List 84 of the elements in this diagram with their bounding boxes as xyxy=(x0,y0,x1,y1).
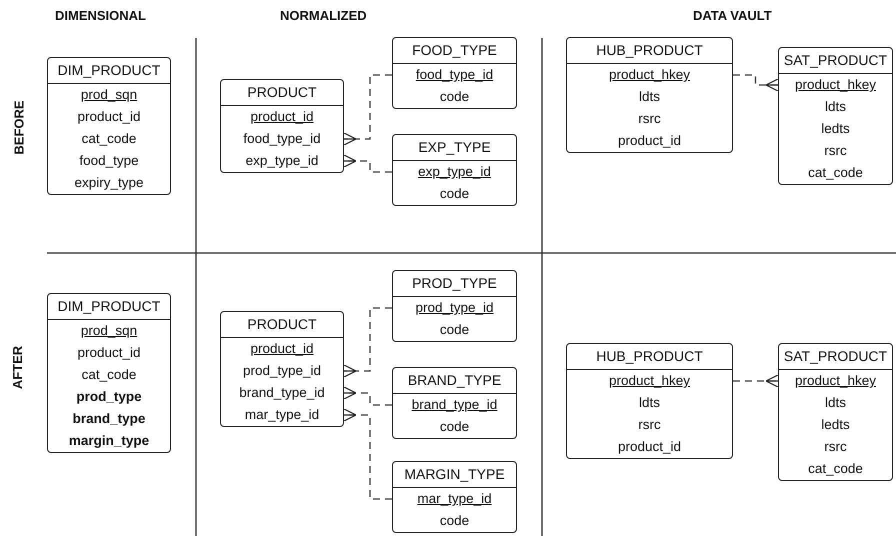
entity-name: SAT_PRODUCT xyxy=(784,52,888,68)
entity-name: MARGIN_TYPE xyxy=(404,466,505,482)
key-field: prod_type_id xyxy=(415,297,494,319)
key-field: product_hkey xyxy=(794,74,876,96)
entity-name: DIM_PRODUCT xyxy=(58,62,160,78)
field-name: exp_type_id xyxy=(246,152,318,170)
field-name: brand_type_id xyxy=(239,384,325,402)
field-name: prod_type xyxy=(76,388,142,406)
field-name: code xyxy=(440,88,470,106)
field-name: rsrc xyxy=(824,438,847,456)
relationship-line xyxy=(343,154,392,173)
entity-table xyxy=(47,293,171,453)
key-field: product_hkey xyxy=(608,370,690,392)
entity-name: SAT_PRODUCT xyxy=(784,348,888,364)
field-name: mar_type_id xyxy=(244,406,320,424)
field-name: brand_type xyxy=(72,410,146,428)
field-name: product_id xyxy=(618,438,682,456)
key-field: product_id xyxy=(250,106,314,128)
field-name: ldts xyxy=(824,394,846,412)
entity-table xyxy=(392,37,517,109)
key-field: prod_sqn xyxy=(80,84,138,106)
entity-name: EXP_TYPE xyxy=(418,139,491,155)
entity-table xyxy=(566,37,733,153)
column-heading: DIMENSIONAL xyxy=(55,8,146,23)
field-name: expiry_type xyxy=(74,174,144,192)
entity-table xyxy=(220,311,344,427)
field-name: code xyxy=(440,512,470,530)
field-name: food_type_id xyxy=(243,130,321,148)
column-heading: DATA VAULT xyxy=(693,8,772,23)
field-name: rsrc xyxy=(638,110,661,128)
key-field: product_hkey xyxy=(608,64,690,86)
column-heading: NORMALIZED xyxy=(280,8,367,23)
relationship-line xyxy=(343,307,392,378)
relationship-line xyxy=(733,74,779,92)
entity-table xyxy=(778,47,893,185)
entity-name: FOOD_TYPE xyxy=(412,42,497,58)
entity-table xyxy=(392,270,517,342)
field-name: product_id xyxy=(618,132,682,150)
field-name: code xyxy=(440,321,470,339)
field-name: cat_code xyxy=(82,366,136,384)
entity-name: DIM_PRODUCT xyxy=(58,298,160,314)
key-field: mar_type_id xyxy=(417,488,492,510)
relationship-line xyxy=(343,408,392,500)
entity-name: PRODUCT xyxy=(247,316,317,332)
entity-table xyxy=(566,343,733,459)
entity-table xyxy=(392,134,517,206)
field-name: rsrc xyxy=(824,142,847,160)
field-name: ldts xyxy=(638,394,660,412)
entity-name: HUB_PRODUCT xyxy=(596,42,703,58)
entity-table xyxy=(392,367,517,439)
field-name: cat_code xyxy=(808,460,863,478)
field-name: ledts xyxy=(821,416,850,434)
row-heading: BEFORE xyxy=(12,100,27,155)
key-field: product_id xyxy=(250,338,314,360)
relationship-line xyxy=(343,74,392,146)
entity-name: HUB_PRODUCT xyxy=(596,348,703,364)
row-heading: AFTER xyxy=(10,346,26,390)
entity-name: PROD_TYPE xyxy=(412,275,497,291)
key-field: prod_sqn xyxy=(80,320,138,342)
field-name: code xyxy=(440,418,470,436)
field-name: ledts xyxy=(821,120,850,138)
key-field: product_hkey xyxy=(794,370,876,392)
relationship-line xyxy=(343,386,392,406)
key-field: exp_type_id xyxy=(418,161,491,183)
field-name: prod_type_id xyxy=(242,362,322,380)
relationship-line xyxy=(733,374,779,388)
field-name: rsrc xyxy=(638,416,661,434)
entity-table xyxy=(220,79,344,173)
field-name: ldts xyxy=(824,98,846,116)
field-name: food_type xyxy=(79,152,139,170)
entity-table xyxy=(47,57,171,195)
key-field: brand_type_id xyxy=(412,394,498,416)
entity-name: BRAND_TYPE xyxy=(408,372,502,388)
field-name: code xyxy=(440,185,470,203)
entity-table xyxy=(778,343,893,481)
field-name: margin_type xyxy=(68,432,150,450)
field-name: ldts xyxy=(638,88,660,106)
entity-name: PRODUCT xyxy=(247,84,317,100)
field-name: product_id xyxy=(77,344,141,362)
field-name: product_id xyxy=(77,108,141,126)
field-name: cat_code xyxy=(82,130,136,148)
field-name: cat_code xyxy=(808,164,863,182)
entity-table xyxy=(392,461,517,533)
key-field: food_type_id xyxy=(416,64,494,86)
